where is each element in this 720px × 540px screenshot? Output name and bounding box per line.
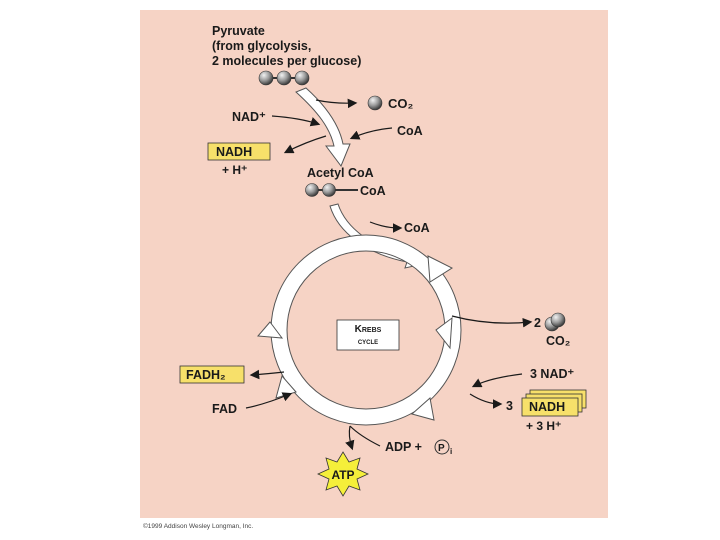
co2-label: CO₂: [388, 96, 414, 111]
adp-label: ADP +: [385, 440, 422, 454]
krebs-cycle-ring: [271, 235, 461, 425]
pyruvate-molecule: [258, 70, 310, 86]
fadh2-label: FADH₂: [186, 368, 226, 382]
co2-out-label: CO₂: [546, 334, 570, 348]
co2-molecule-icon-2: [550, 312, 566, 328]
nad-in-cycle-arrow: [471, 373, 523, 388]
krebs-cycle-label-box: [336, 319, 400, 351]
co2-molecule-icon: [367, 95, 383, 111]
three-h-plus-label: + 3 H⁺: [526, 419, 561, 433]
nad-plus-label: NAD⁺: [232, 110, 266, 124]
atp-label: ATP: [331, 468, 354, 482]
acetyl-coa-label: Acetyl CoA: [307, 166, 374, 180]
co2-out-arrow: [451, 315, 533, 328]
co2-count-label: 2: [534, 316, 541, 330]
fadh2-highlight-box: [179, 365, 245, 384]
acetyl-coa-coa-label: CoA: [360, 184, 386, 198]
krebs-label: Krebs: [355, 324, 382, 335]
adp-in-arrow: [349, 425, 381, 447]
pyruvate-to-acetyl-arrow: [295, 87, 351, 168]
three-nadh-label: NADH: [529, 400, 565, 414]
pyruvate-count: 2 molecules per glucose): [212, 54, 361, 68]
atp-star-burst: [317, 451, 369, 497]
coa-in-arrow: [349, 127, 393, 140]
fad-label: FAD: [212, 402, 237, 416]
h-plus-label: + H⁺: [222, 163, 247, 177]
nadh-out-arrow: [283, 135, 327, 154]
phosphate-subscript: i: [450, 447, 452, 456]
nadh-highlight-box: [207, 142, 271, 161]
nadh-out-cycle-arrow: [469, 393, 503, 409]
fad-in-arrow: [245, 392, 293, 409]
co2-release-arrow: [315, 98, 358, 109]
acetyl-coa-molecule: [305, 183, 358, 197]
ring-arrowhead-right: [435, 316, 453, 350]
diagram-panel: [140, 10, 608, 518]
ring-arrowhead-left: [256, 321, 284, 339]
ring-arrowhead-bottom-right: [410, 397, 435, 421]
pyruvate-source: (from glycolysis,: [212, 39, 311, 53]
three-nadh-count: 3: [506, 399, 513, 413]
atp-out-arrow: [345, 425, 355, 451]
phosphate-icon: [434, 439, 450, 455]
nadh-label: NADH: [216, 145, 252, 159]
fadh2-out-arrow: [249, 369, 285, 380]
copyright-text: ©1999 Addison Wesley Longman, Inc.: [143, 522, 253, 530]
ring-arrowhead-top-right: [427, 255, 454, 283]
cycle-label: cycle: [358, 336, 378, 346]
phosphate-label: P: [438, 443, 445, 454]
three-nad-plus-label: 3 NAD⁺: [530, 367, 575, 381]
coa-in-label: CoA: [397, 124, 423, 138]
nad-in-arrow: [271, 115, 321, 127]
pyruvate-title: Pyruvate: [212, 24, 265, 38]
coa-out-arrow: [369, 221, 403, 233]
coa-out-label: CoA: [404, 221, 430, 235]
nadh-stack-box-1: [521, 397, 579, 417]
